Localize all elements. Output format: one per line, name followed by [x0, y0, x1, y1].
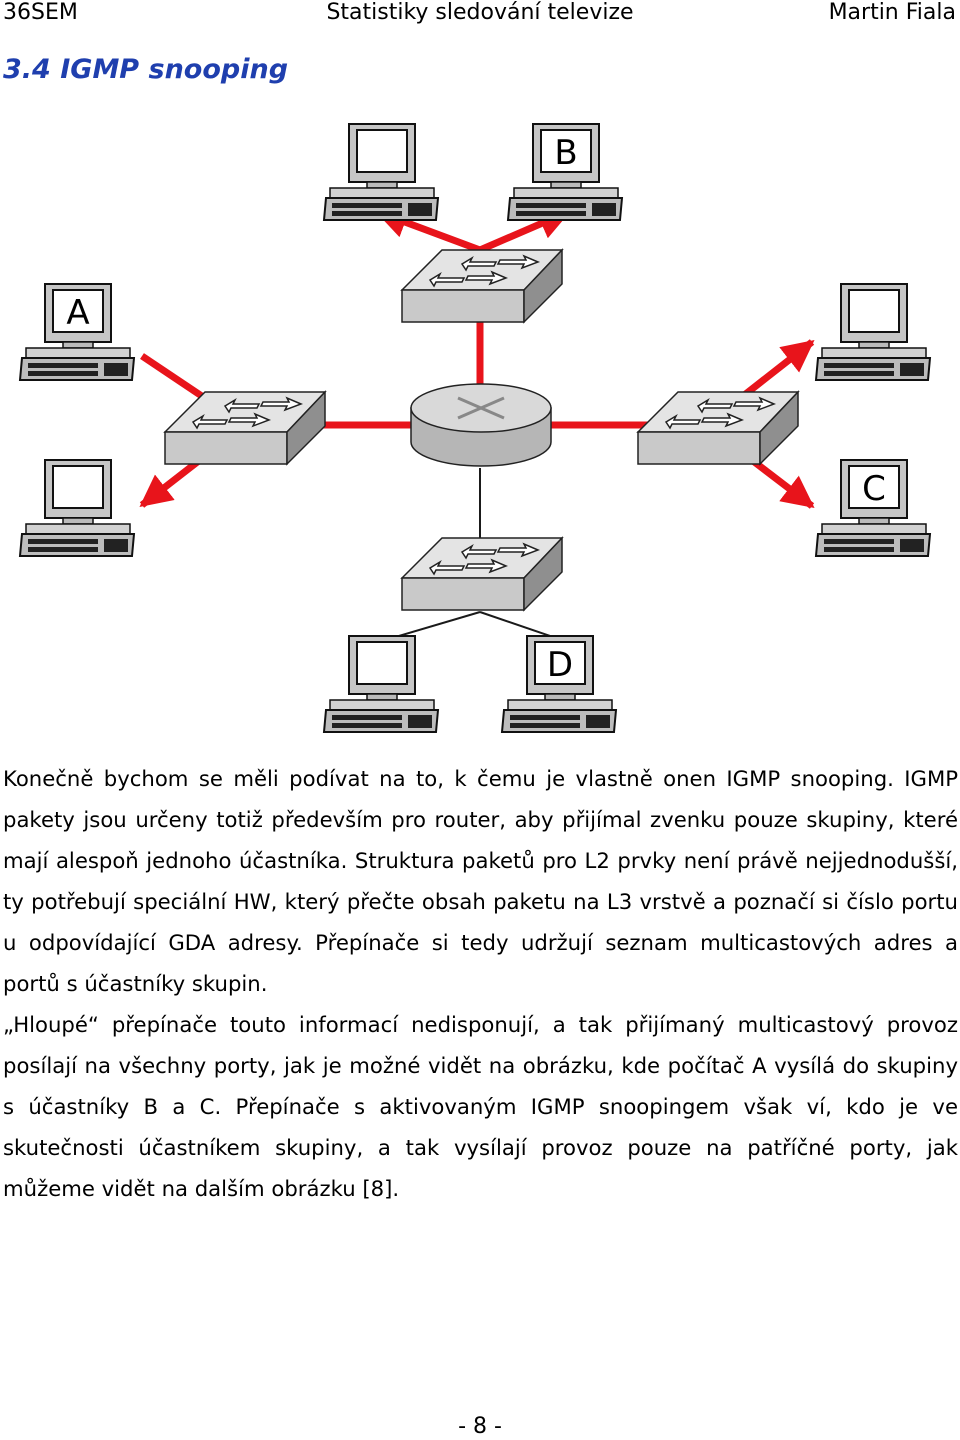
computer-label-a: A	[66, 293, 89, 333]
header-document-title: Statistiky sledování televize	[326, 0, 634, 25]
computer-label-b: B	[554, 133, 577, 173]
computer-icon: B	[507, 123, 623, 221]
switch-icon	[401, 249, 563, 323]
switch-icon	[637, 391, 799, 465]
header-author: Martin Fiala	[828, 0, 956, 25]
body-paragraph: Konečně bychom se měli podívat na to, k …	[3, 766, 958, 996]
computer-label-c: C	[862, 469, 886, 509]
computer-label-d: D	[547, 645, 573, 685]
computer-icon	[815, 283, 931, 381]
computer-icon: D	[501, 635, 617, 733]
computer-icon	[323, 123, 439, 221]
router-icon	[410, 383, 552, 467]
computer-icon: A	[19, 283, 135, 381]
body-paragraph: „Hloupé“ přepínače touto informací nedis…	[3, 1012, 958, 1201]
switch-icon	[401, 537, 563, 611]
computer-icon: C	[815, 459, 931, 557]
igmp-network-diagram: B A C D	[19, 123, 931, 733]
computer-icon	[19, 459, 135, 557]
page-number: - 8 -	[458, 1414, 502, 1439]
switch-icon	[164, 391, 326, 465]
section-title: 3.4 IGMP snooping	[3, 54, 289, 85]
computer-icon	[323, 635, 439, 733]
header-course-code: 36SEM	[3, 0, 78, 25]
